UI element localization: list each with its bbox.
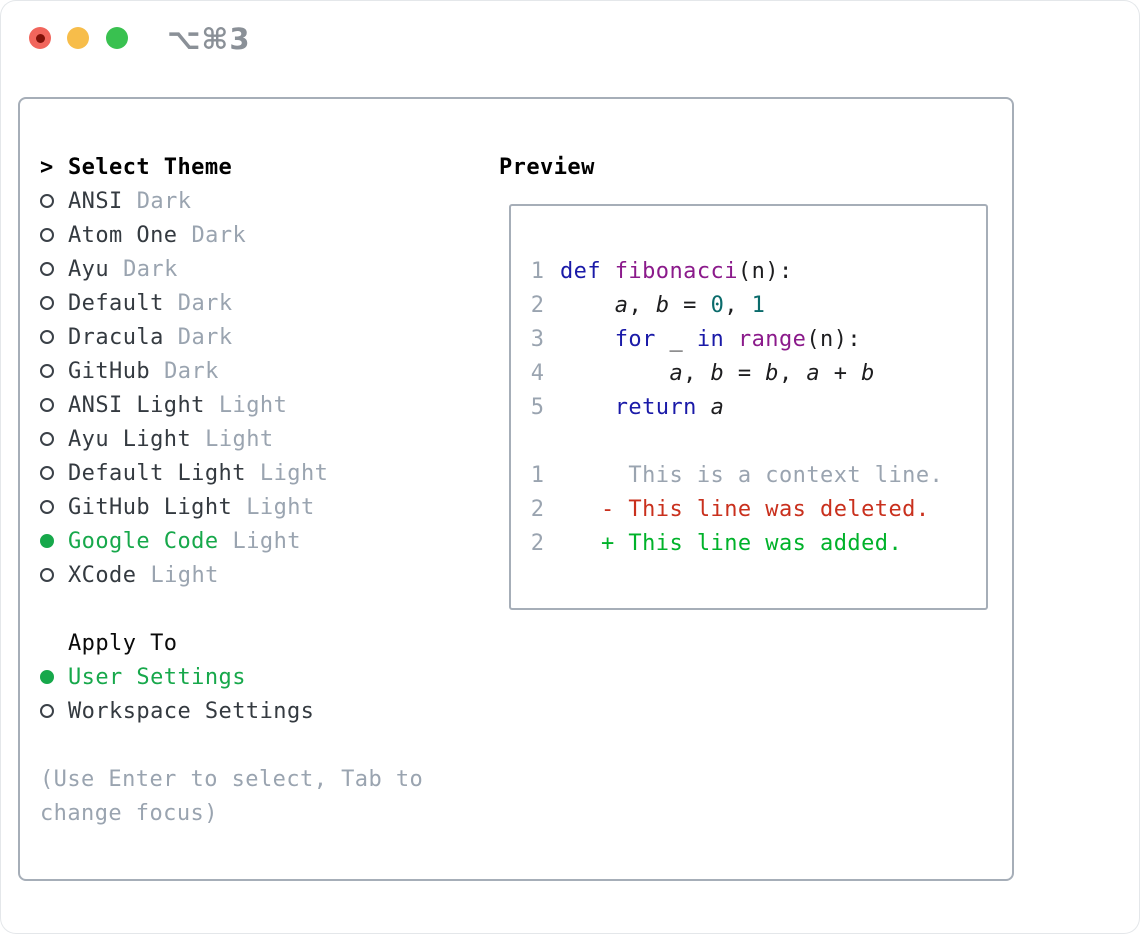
radio-icon <box>40 228 54 242</box>
hint-line-2: change focus) <box>40 800 218 826</box>
theme-option-label: Atom One <box>68 222 178 248</box>
select-theme-header: > Select Theme <box>40 150 423 184</box>
code-line: 3 for _ in range(n): <box>530 326 862 352</box>
theme-option-label: GitHub <box>68 358 151 384</box>
theme-option[interactable]: ANSI Dark <box>40 184 423 218</box>
radio-selected-icon <box>40 534 54 548</box>
radio-icon <box>40 330 54 344</box>
theme-option[interactable]: Default Dark <box>40 286 423 320</box>
theme-option[interactable]: ANSI Light Light <box>40 388 423 422</box>
traffic-light-close-icon[interactable] <box>29 27 51 49</box>
theme-option-label: GitHub Light <box>68 494 233 520</box>
theme-option-tag: Dark <box>191 222 247 248</box>
theme-option-label: Ayu Light <box>68 426 192 452</box>
line-number: 1 <box>530 258 544 284</box>
radio-icon <box>40 262 54 276</box>
theme-option-tag: Dark <box>164 358 219 384</box>
radio-icon <box>40 364 54 378</box>
line-number: 2 <box>530 530 544 556</box>
theme-option[interactable]: GitHub Dark <box>40 354 423 388</box>
radio-icon <box>40 500 54 514</box>
window-title: ⌥⌘3 <box>167 22 251 56</box>
theme-option-label: Dracula <box>68 324 164 350</box>
theme-option[interactable]: Ayu Dark <box>40 252 423 286</box>
theme-option-tag: Light <box>232 528 301 554</box>
theme-option[interactable]: XCode Light <box>40 558 423 592</box>
line-number: 2 <box>530 292 544 318</box>
theme-option-tag: Light <box>259 460 329 486</box>
radio-icon <box>40 398 54 412</box>
theme-option-tag: Dark <box>136 188 192 214</box>
theme-option[interactable]: Default Light Light <box>40 456 423 490</box>
radio-icon <box>40 432 54 446</box>
theme-option[interactable]: Google Code Light <box>40 524 423 558</box>
theme-option-label: ANSI <box>68 188 123 214</box>
traffic-light-minimize-icon[interactable] <box>67 27 89 49</box>
diff-preview: 1 This is a context line. 2 - This line w… <box>530 458 986 560</box>
hint-text: (Use Enter to select, Tab to change focu… <box>40 762 423 830</box>
line-number: 3 <box>530 326 544 352</box>
theme-option-tag: Light <box>218 392 288 418</box>
theme-option-label: XCode <box>68 562 137 588</box>
line-number: 2 <box>530 496 544 522</box>
theme-option-tag: Dark <box>123 256 178 282</box>
line-number: 4 <box>530 360 544 386</box>
preview-title: Preview <box>499 154 595 180</box>
traffic-light-zoom-icon[interactable] <box>106 27 128 49</box>
theme-option-tag: Light <box>246 494 315 520</box>
radio-icon <box>40 704 54 718</box>
apply-option[interactable]: User Settings <box>40 660 423 694</box>
theme-option-label: ANSI Light <box>68 392 205 418</box>
theme-option[interactable]: Dracula Dark <box>40 320 423 354</box>
line-number: 1 <box>530 462 544 488</box>
radio-icon <box>40 194 54 208</box>
radio-icon <box>40 296 54 310</box>
diff-line: 2 + This line was added. <box>530 530 903 556</box>
radio-icon <box>40 466 54 480</box>
theme-option-label: Ayu <box>68 256 110 282</box>
diff-line: 2 - This line was deleted. <box>530 496 930 522</box>
apply-option-label: Workspace Settings <box>68 698 315 724</box>
code-line: 5 return a <box>530 394 725 420</box>
select-theme-title: Select Theme <box>68 154 233 180</box>
theme-option-label: Default <box>68 290 164 316</box>
theme-option[interactable]: GitHub Light Light <box>40 490 423 524</box>
code-line: 2 a, b = 0, 1 <box>530 292 766 318</box>
theme-option-tag: Light <box>150 562 219 588</box>
apply-option[interactable]: Workspace Settings <box>40 694 423 728</box>
unsaved-dot-icon <box>35 33 45 43</box>
radio-icon <box>40 568 54 582</box>
theme-option-tag: Dark <box>177 324 233 350</box>
apply-to-title: Apply To <box>68 630 178 656</box>
theme-option[interactable]: Ayu Light Light <box>40 422 423 456</box>
theme-option-label: Default Light <box>68 460 246 486</box>
theme-option-tag: Light <box>205 426 274 452</box>
hint-line-1: (Use Enter to select, Tab to <box>40 766 424 792</box>
theme-option-label: Google Code <box>68 528 219 554</box>
line-number: 5 <box>530 394 544 420</box>
theme-option-tag: Dark <box>177 290 233 316</box>
prompt-caret-icon: > <box>40 154 54 180</box>
apply-to-header: Apply To <box>40 626 423 660</box>
theme-option[interactable]: Atom One Dark <box>40 218 423 252</box>
radio-selected-icon <box>40 670 54 684</box>
code-line: 4 a, b = b, a + b <box>530 360 875 386</box>
apply-option-label: User Settings <box>68 664 246 690</box>
diff-line: 1 This is a context line. <box>530 462 944 488</box>
preview-blank-line <box>530 424 986 458</box>
